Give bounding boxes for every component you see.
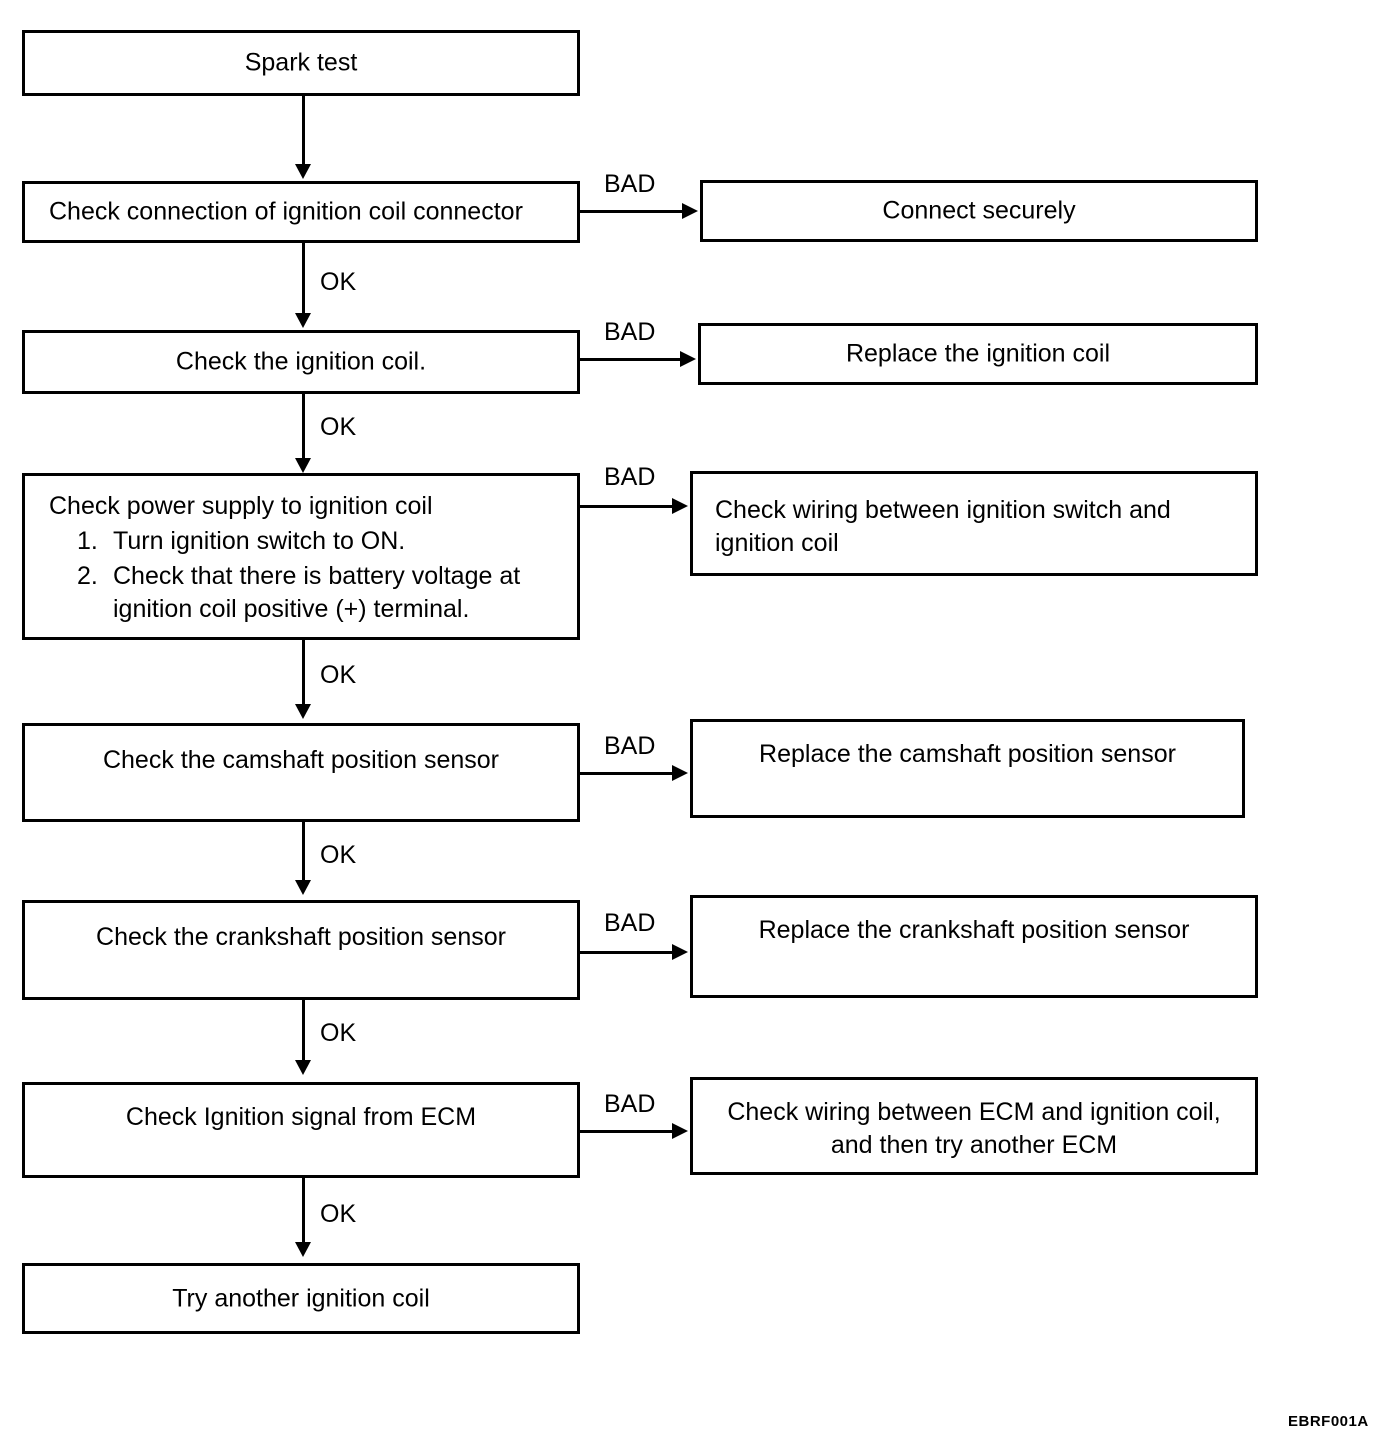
edge-label-ok-4: OK bbox=[320, 841, 357, 869]
node-check-ignition-signal: Check Ignition signal from ECM bbox=[22, 1082, 580, 1178]
result-check-wiring-ecm-body: Check wiring between ECM and ignition co… bbox=[693, 1096, 1255, 1162]
node-check-connection: Check connection of ignition coil connec… bbox=[22, 181, 580, 243]
step-1-text: Turn ignition switch to ON. bbox=[113, 527, 406, 555]
edge-label-bad-4: BAD bbox=[604, 732, 656, 760]
edge-label-bad-5: BAD bbox=[604, 909, 656, 937]
node-try-another-ignition-coil: Try another ignition coil bbox=[22, 1263, 580, 1334]
node-check-camshaft-sensor-label: Check the camshaft position sensor bbox=[102, 746, 500, 774]
arrowhead-ok-6 bbox=[295, 1242, 311, 1257]
result-replace-ignition-coil-label: Replace the ignition coil bbox=[845, 339, 1111, 368]
connector-bad-2 bbox=[580, 358, 684, 361]
connector-spark-to-connection bbox=[302, 96, 305, 166]
result-check-wiring-ignition-switch-body: Check wiring between ignition switch and… bbox=[693, 494, 1255, 560]
connector-ok-6 bbox=[302, 1178, 305, 1246]
node-try-another-ignition-coil-label: Try another ignition coil bbox=[172, 1284, 430, 1312]
arrowhead-ok-4 bbox=[295, 880, 311, 895]
node-check-crankshaft-sensor-label: Check the crankshaft position sensor bbox=[96, 923, 506, 951]
connector-ok-4 bbox=[302, 822, 305, 884]
step-1-number: 1. bbox=[77, 527, 98, 555]
arrowhead-bad-4 bbox=[672, 765, 688, 781]
edge-label-bad-1: BAD bbox=[604, 170, 656, 198]
arrowhead-bad-2 bbox=[680, 351, 696, 367]
connector-bad-4 bbox=[580, 772, 676, 775]
node-check-connection-label: Check connection of ignition coil connec… bbox=[49, 197, 523, 226]
result-replace-ignition-coil: Replace the ignition coil bbox=[698, 323, 1258, 385]
connector-bad-6 bbox=[580, 1130, 676, 1133]
edge-label-bad-2: BAD bbox=[604, 318, 656, 346]
edge-label-ok-2: OK bbox=[320, 413, 357, 441]
result-replace-crankshaft-sensor: Replace the crankshaft position sensor bbox=[690, 895, 1258, 998]
step-2-text-line1: Check that there is battery voltage at bbox=[113, 562, 521, 590]
node-check-power-supply: Check power supply to ignition coil 1. T… bbox=[22, 473, 580, 640]
edge-label-bad-3: BAD bbox=[604, 463, 656, 491]
connector-ok-5 bbox=[302, 1000, 305, 1064]
figure-code: EBRF001A bbox=[1288, 1413, 1369, 1430]
edge-label-ok-6: OK bbox=[320, 1200, 357, 1228]
result-check-wiring-ignition-switch-line2: ignition coil bbox=[715, 529, 839, 557]
edge-label-ok-3: OK bbox=[320, 661, 357, 689]
connector-ok-1 bbox=[302, 243, 305, 315]
arrowhead-ok-3 bbox=[295, 704, 311, 719]
step-2: 2. Check that there is battery voltage a… bbox=[49, 560, 577, 626]
node-check-power-supply-steps: 1. Turn ignition switch to ON. 2. Check … bbox=[49, 525, 577, 626]
result-check-wiring-ecm-line1: Check wiring between ECM and ignition co… bbox=[727, 1098, 1221, 1126]
result-check-wiring-ecm: Check wiring between ECM and ignition co… bbox=[690, 1077, 1258, 1175]
result-check-wiring-ignition-switch-line1: Check wiring between ignition switch and bbox=[715, 496, 1171, 524]
node-check-power-supply-heading: Check power supply to ignition coil bbox=[49, 492, 433, 520]
edge-label-ok-5: OK bbox=[320, 1019, 357, 1047]
result-replace-camshaft-sensor: Replace the camshaft position sensor bbox=[690, 719, 1245, 818]
result-check-wiring-ignition-switch: Check wiring between ignition switch and… bbox=[690, 471, 1258, 576]
arrowhead-ok-2 bbox=[295, 458, 311, 473]
result-connect-securely: Connect securely bbox=[700, 180, 1258, 242]
connector-bad-1 bbox=[580, 210, 686, 213]
edge-label-ok-1: OK bbox=[320, 268, 357, 296]
node-check-ignition-signal-label: Check Ignition signal from ECM bbox=[125, 1103, 477, 1131]
arrowhead-bad-3 bbox=[672, 498, 688, 514]
node-check-ignition-coil: Check the ignition coil. bbox=[22, 330, 580, 394]
connector-bad-5 bbox=[580, 951, 676, 954]
step-2-text-line2: ignition coil positive (+) terminal. bbox=[113, 595, 470, 623]
step-2-number: 2. bbox=[77, 562, 98, 590]
result-connect-securely-label: Connect securely bbox=[882, 196, 1076, 225]
edge-label-bad-6: BAD bbox=[604, 1090, 656, 1118]
arrowhead-spark-to-connection bbox=[295, 164, 311, 179]
connector-ok-3 bbox=[302, 640, 305, 708]
arrowhead-ok-5 bbox=[295, 1060, 311, 1075]
node-check-ignition-coil-label: Check the ignition coil. bbox=[175, 347, 427, 376]
arrowhead-bad-6 bbox=[672, 1123, 688, 1139]
arrowhead-bad-1 bbox=[682, 203, 698, 219]
step-1: 1. Turn ignition switch to ON. bbox=[49, 525, 577, 558]
node-spark-test-label: Spark test bbox=[244, 48, 358, 77]
arrowhead-ok-1 bbox=[295, 313, 311, 328]
node-check-crankshaft-sensor: Check the crankshaft position sensor bbox=[22, 900, 580, 1000]
node-spark-test: Spark test bbox=[22, 30, 580, 96]
result-check-wiring-ecm-line2: and then try another ECM bbox=[830, 1131, 1118, 1159]
connector-ok-2 bbox=[302, 394, 305, 462]
node-check-power-supply-body: Check power supply to ignition coil 1. T… bbox=[25, 490, 577, 626]
result-replace-camshaft-sensor-label: Replace the camshaft position sensor bbox=[759, 740, 1176, 768]
connector-bad-3 bbox=[580, 505, 676, 508]
node-check-camshaft-sensor: Check the camshaft position sensor bbox=[22, 723, 580, 822]
arrowhead-bad-5 bbox=[672, 944, 688, 960]
result-replace-crankshaft-sensor-label: Replace the crankshaft position sensor bbox=[758, 916, 1190, 944]
